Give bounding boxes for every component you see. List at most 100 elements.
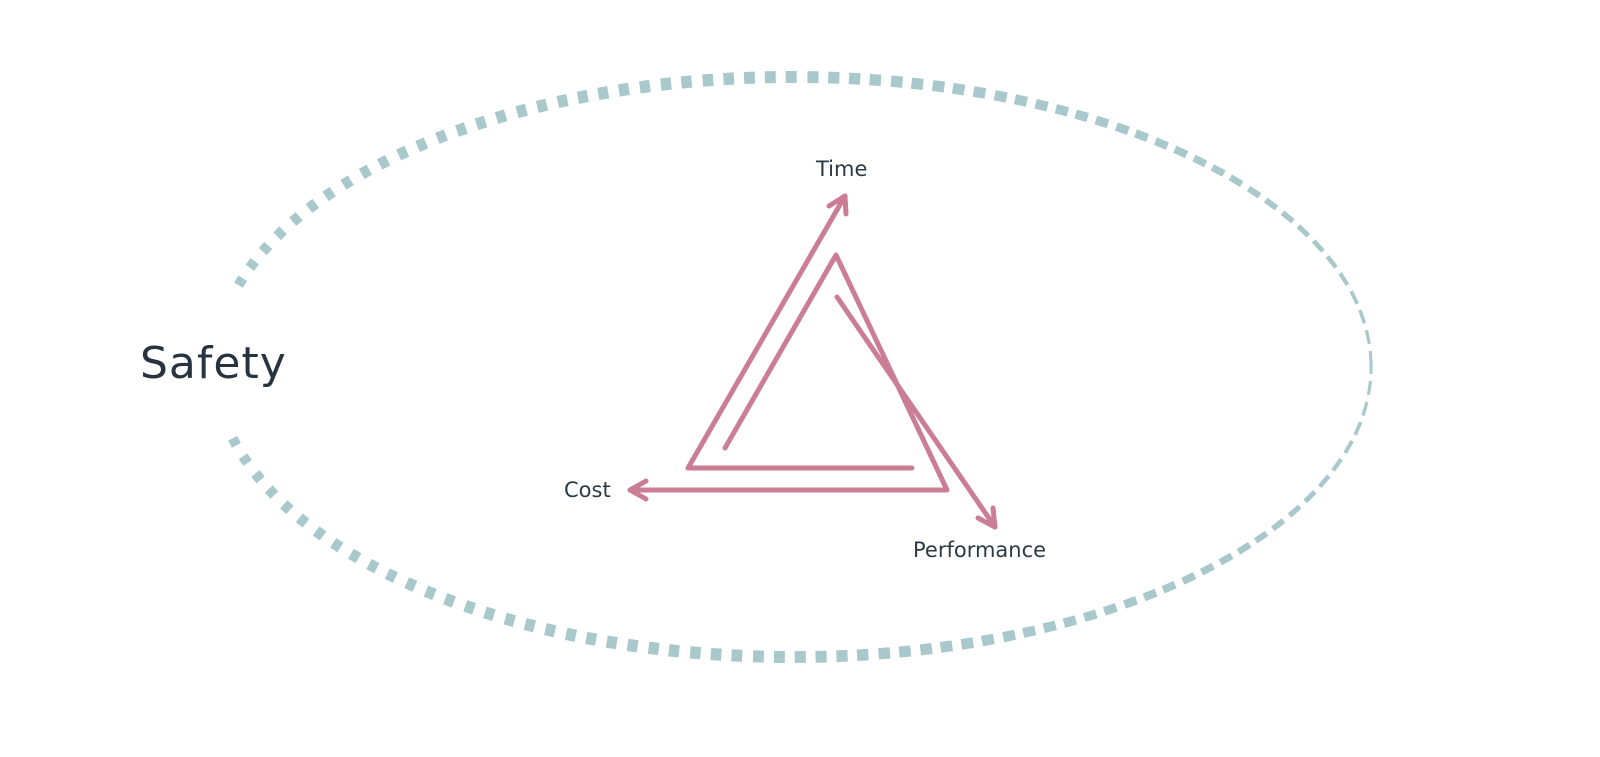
ellipse-dash	[960, 637, 975, 650]
ellipse-dash	[340, 175, 354, 190]
ellipse-dash	[919, 643, 933, 656]
ellipse-dash	[951, 82, 966, 96]
ellipse-dash	[556, 93, 569, 109]
ellipse-dash	[234, 275, 248, 288]
ellipse-dash	[1199, 562, 1215, 576]
performance-arrow-line	[834, 294, 998, 530]
ellipse-dash	[1161, 580, 1177, 594]
ellipse-dash	[1102, 603, 1118, 616]
ellipse-dash	[869, 73, 882, 87]
ellipse-dash	[435, 129, 449, 144]
ellipse-dash	[647, 641, 660, 656]
ellipse-dash	[273, 226, 287, 241]
ellipse-dash	[415, 137, 429, 152]
ellipse-dash	[1253, 530, 1269, 544]
ellipse-dash	[228, 435, 241, 448]
ellipse-dash	[731, 649, 743, 662]
ellipse-dash	[856, 648, 869, 662]
ellipse-dash	[358, 164, 373, 179]
ellipse-dash	[743, 71, 756, 85]
ellipse-dash	[773, 650, 785, 663]
ellipse-dash	[463, 600, 476, 615]
ellipse-dash	[807, 71, 819, 84]
ellipse-dash	[1181, 572, 1197, 585]
ellipse-dash	[1074, 109, 1089, 123]
ellipse-dash	[1002, 629, 1017, 643]
ellipse-dash	[680, 75, 693, 89]
ellipse-dash	[312, 526, 327, 541]
ellipse-dash	[878, 647, 891, 660]
ellipse-dash	[423, 585, 437, 601]
ellipse-dash	[668, 644, 680, 658]
ellipse-dash	[455, 122, 468, 137]
ellipse-dash	[1013, 94, 1028, 107]
ellipse-dash	[377, 155, 391, 170]
ellipse-dash	[443, 593, 457, 608]
performance-arrow-head	[975, 505, 998, 530]
ellipse-dash	[785, 71, 797, 83]
safety-label: Safety	[140, 338, 287, 389]
ellipse-dash	[251, 470, 265, 484]
ellipse-dash	[939, 640, 953, 653]
cost-arrow-head	[627, 478, 649, 502]
ellipse-dash	[348, 548, 362, 564]
ellipse-dash	[617, 82, 630, 97]
ellipse-dash	[322, 186, 336, 202]
ellipse-dash	[1366, 380, 1373, 396]
ellipse-dash	[1022, 625, 1037, 638]
ellipse-dash	[1210, 164, 1226, 177]
performance-label: Performance	[913, 538, 1047, 562]
time-arrow-head	[826, 193, 849, 217]
ellipse-dash	[597, 86, 610, 101]
ellipse-dash	[494, 109, 508, 124]
ellipse-dash	[289, 212, 303, 226]
time-arrow-line	[685, 193, 915, 471]
ellipse-dash	[1368, 350, 1373, 365]
ellipse-dash	[1270, 518, 1286, 532]
ellipse-dash	[1123, 596, 1138, 609]
ellipse-dash	[723, 72, 735, 86]
ellipse-dash	[384, 568, 398, 583]
ellipse-dash	[660, 77, 672, 91]
ellipse-dash	[1054, 104, 1070, 117]
ellipse-dash	[264, 485, 279, 499]
ellipse-dash	[1361, 401, 1369, 416]
ellipse-dash	[330, 537, 344, 553]
ellipse-dash	[1364, 329, 1371, 345]
ellipse-dash	[1331, 457, 1343, 472]
ellipse-dash	[305, 198, 320, 213]
ellipse-dash	[1311, 239, 1325, 253]
ellipse-dash	[280, 500, 294, 514]
ellipse-dash	[404, 577, 418, 592]
ellipse-dash	[1094, 115, 1110, 129]
ellipse-dash	[1349, 290, 1359, 305]
ellipse-dash	[1338, 272, 1350, 287]
ellipse-dash	[752, 650, 765, 663]
ellipse-dash	[981, 633, 995, 647]
ellipse-dash	[702, 73, 714, 87]
ellipse-dash	[910, 77, 924, 90]
ellipse-dash	[815, 650, 827, 663]
ellipse-dash	[1034, 98, 1049, 112]
ellipse-dash	[848, 72, 861, 85]
ellipse-dash	[898, 645, 912, 658]
ellipse-dash	[238, 453, 252, 466]
ellipse-dash	[1263, 197, 1279, 211]
safety-boundary-dashed-ellipse	[228, 71, 1373, 663]
ellipse-dash	[1142, 588, 1158, 602]
ellipse-dash	[576, 89, 589, 104]
ellipse-dash	[794, 651, 806, 663]
ellipse-dash	[1325, 255, 1338, 269]
ellipse-dash	[366, 558, 380, 574]
ellipse-dash	[1082, 609, 1098, 622]
ellipse-dash	[1296, 224, 1311, 238]
time-label: Time	[816, 157, 868, 181]
ellipse-dash	[1153, 137, 1169, 150]
ellipse-dash	[639, 79, 651, 94]
ellipse-dash	[890, 75, 904, 88]
ellipse-dash	[1173, 145, 1189, 159]
ellipse-dash	[1280, 210, 1295, 224]
ellipse-dash	[1353, 421, 1363, 436]
ellipse-dash	[585, 631, 598, 646]
